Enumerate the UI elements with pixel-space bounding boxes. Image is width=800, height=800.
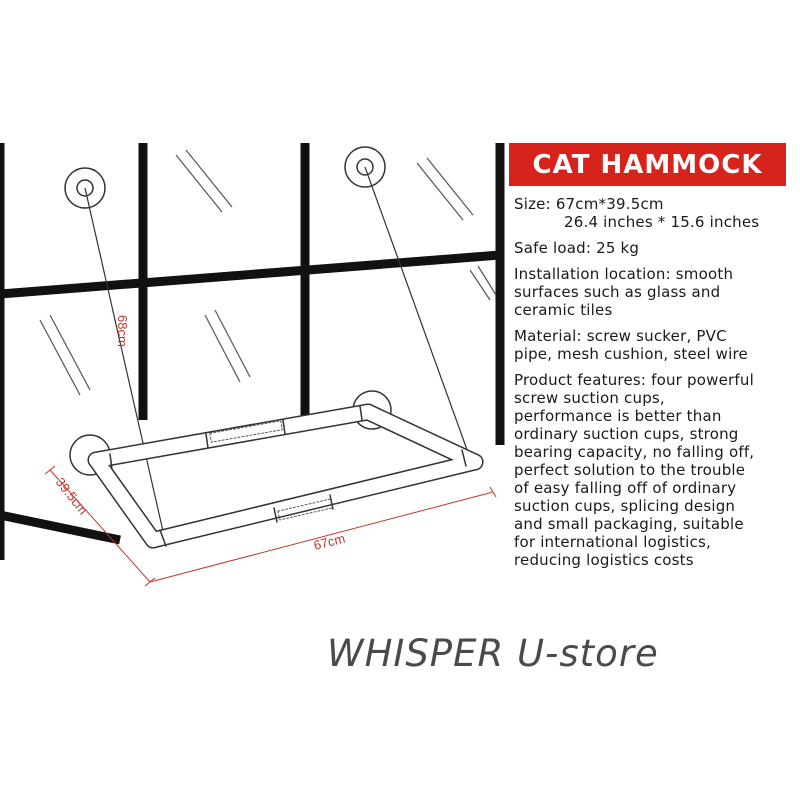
spec-line: Product features: four powerful [514,371,754,389]
depth-dimension-label: 39.5cm [53,475,91,518]
spec-line: for international logistics, [514,533,711,551]
spec-line: ordinary suction cups, strong [514,425,739,443]
store-watermark: WHISPER U-store [327,632,659,675]
spec-line: perfect solution to the trouble [514,461,746,479]
spec-line: bearing capacity, no falling off, [514,443,755,461]
spec-line: surfaces such as glass and [514,283,721,301]
spec-line: Material: screw sucker, PVC [514,327,727,345]
title-banner: CAT HAMMOCK [509,143,786,186]
spec-line: ceramic tiles [514,301,613,319]
spec-line: suction cups, splicing design [514,497,736,515]
spec-list: Size: 67cm*39.5cm 26.4 inches * 15.6 inc… [514,195,796,577]
spec-line: Installation location: smooth [514,265,734,283]
hammock-frame [87,403,484,549]
spec-material: Material: screw sucker, PVC pipe, mesh c… [514,327,796,363]
steel-wires [84,166,471,541]
spec-line: 26.4 inches * 15.6 inches [564,213,760,231]
spec-line: Safe load: 25 kg [514,239,640,257]
spec-size: Size: 67cm*39.5cm 26.4 inches * 15.6 inc… [514,195,796,231]
spec-installation: Installation location: smooth surfaces s… [514,265,796,319]
spec-line: of easy falling off of ordinary [514,479,737,497]
height-dimension-label: 68cm [115,315,130,347]
spec-line: and small packaging, suitable [514,515,744,533]
spec-line: pipe, mesh cushion, steel wire [514,345,748,363]
spec-features: Product features: four powerful screw su… [514,371,796,569]
spec-line: Size: 67cm*39.5cm [514,195,664,213]
window-frame [0,143,505,560]
spec-line: performance is better than [514,407,722,425]
glass-reflections [39,149,497,396]
spec-safe-load: Safe load: 25 kg [514,239,796,257]
dimension-lines [44,465,497,587]
width-dimension-label: 67cm [312,531,346,553]
product-title: CAT HAMMOCK [532,149,763,180]
spec-line: reducing logistics costs [514,551,694,569]
spec-line: screw suction cups, [514,389,665,407]
